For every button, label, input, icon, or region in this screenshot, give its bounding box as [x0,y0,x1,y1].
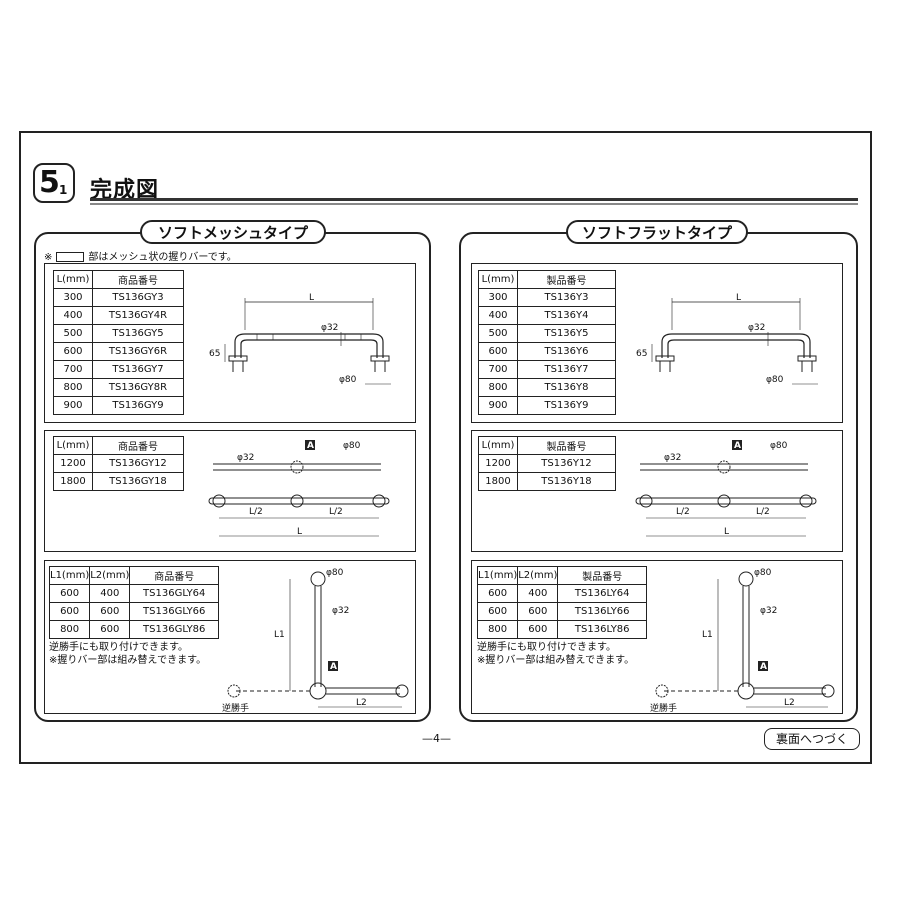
svg-text:A: A [734,441,741,451]
left-long-box [44,430,416,552]
svg-text:L: L [736,293,741,303]
svg-text:L2: L2 [784,698,795,708]
detail-a-marker [305,440,315,450]
col-product: 商品番号 [92,270,184,289]
svg-text:φ80: φ80 [326,568,344,578]
left-panel-title: ソフトメッシュタイプ [140,220,326,244]
right-long-bar-drawing: φ32 φ80 A L/2 L/2 L [635,440,817,537]
svg-text:φ80: φ80 [754,568,772,578]
svg-text:A: A [330,662,337,672]
dim-phi80: φ80 [339,375,357,385]
left-long-bar-drawing: φ32 φ80 A L/2 L/2 L [208,440,390,537]
svg-text:φ32: φ32 [760,606,777,616]
section-badge: 5 1 [33,163,75,203]
dim-65: 65 [209,349,220,359]
svg-text:φ32: φ32 [664,453,681,463]
svg-text:65: 65 [636,349,647,359]
svg-text:φ80: φ80 [770,441,788,451]
right-l-box [471,560,843,714]
continue-label: 裏面へつづく [764,728,860,750]
note-mark: ※ [44,252,53,263]
left-straight-box [44,263,416,423]
svg-text:A: A [760,662,767,672]
page-number: —4— [422,732,451,745]
svg-text:L/2: L/2 [329,507,343,517]
svg-text:逆勝手: 逆勝手 [650,702,677,714]
svg-text:L: L [297,527,302,537]
mesh-grip [256,333,274,341]
title-rule-thin [90,203,858,205]
svg-text:逆勝手: 逆勝手 [222,702,249,714]
note-text: 部はメッシュ状の握りバーです。 [88,252,237,263]
left-l-bar-drawing: φ80 φ32 L1 A 逆勝手 L2 [222,568,409,714]
right-straight-box [471,263,843,423]
svg-text:L/2: L/2 [756,507,770,517]
svg-text:φ32: φ32 [332,606,349,616]
left-l-box [44,560,416,714]
section-subnumber: 1 [59,183,68,197]
svg-text:L/2: L/2 [249,507,263,517]
svg-text:φ80: φ80 [343,441,361,451]
right-straight-bar-drawing: L 65 φ32 φ80 [636,293,818,385]
svg-text:φ32: φ32 [237,453,254,463]
dim-L: L [309,293,314,303]
svg-text:L2: L2 [356,698,367,708]
dim-phi32: φ32 [321,323,338,333]
svg-text:L: L [724,527,729,537]
svg-text:L/2: L/2 [676,507,690,517]
left-footnotes: 逆勝手にも取り付けできます。 ※握りバー部は組み替えできます。 [49,642,207,666]
svg-text:φ80: φ80 [766,375,784,385]
mesh-grip [344,333,362,341]
mesh-note: ※ 部はメッシュ状の握りバーです。 [44,248,237,263]
right-long-box [471,430,843,552]
svg-text:A: A [307,441,314,451]
right-panel-title: ソフトフラットタイプ [566,220,748,244]
section-number: 5 [39,165,60,200]
col-length: L(mm) [53,270,93,289]
left-straight-bar-drawing: L 65 φ32 φ80 [209,293,391,385]
right-footnotes: 逆勝手にも取り付けできます。 ※握りバー部は組み替えできます。 [477,642,635,666]
svg-text:φ32: φ32 [748,323,765,333]
right-l-bar-drawing: φ80 φ32 L1 A 逆勝手 L2 [650,568,835,714]
svg-text:L1: L1 [274,630,285,640]
title-rule [90,198,858,201]
svg-text:L1: L1 [702,630,713,640]
page-frame [19,131,872,764]
mesh-legend-box [56,252,85,262]
